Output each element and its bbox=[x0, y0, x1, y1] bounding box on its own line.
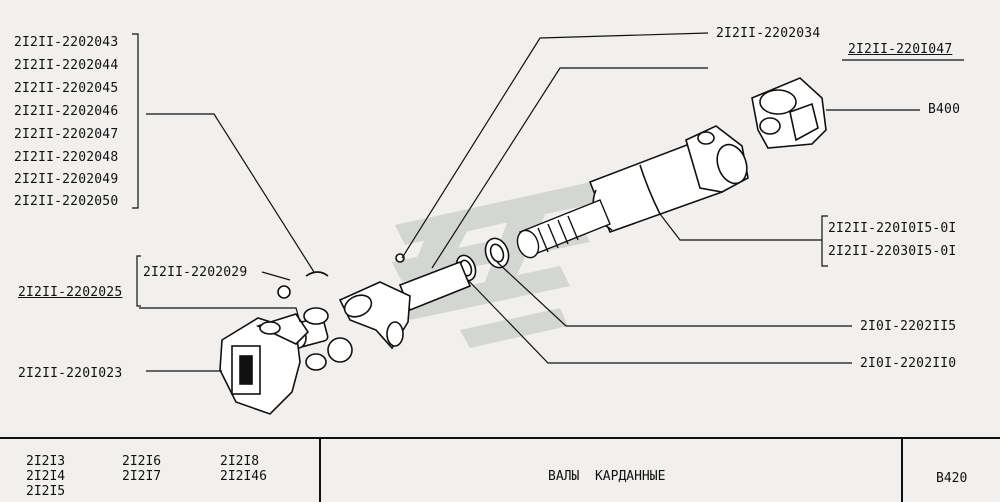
sheet-title: ВАЛЫ КАРДАННЫЕ bbox=[548, 469, 666, 484]
leader-lines bbox=[132, 32, 964, 372]
model-col3-1: 2I2I46 bbox=[220, 469, 267, 484]
model-col3-0: 2I2I8 bbox=[220, 454, 260, 469]
callout-2203015-01: 2I2II-22030I5-0I bbox=[828, 244, 957, 259]
footer-frame bbox=[0, 437, 1000, 502]
callout-2202025: 2I2II-2202025 bbox=[18, 285, 123, 300]
callout-2201015-01: 2I2II-220I0I5-0I bbox=[828, 221, 957, 236]
sheet-code: B420 bbox=[936, 471, 968, 486]
callout-2201023: 2I2II-220I023 bbox=[18, 366, 123, 381]
callout-group-left-7: 2I2II-2202050 bbox=[14, 194, 119, 209]
flange-yoke-bottom bbox=[219, 313, 310, 415]
callout-group-left-6: 2I2II-2202049 bbox=[14, 172, 119, 187]
splined-shaft bbox=[516, 199, 611, 259]
callout-group-left-0: 2I2II-2202043 bbox=[14, 35, 119, 50]
model-col2-0: 2I2I6 bbox=[122, 454, 162, 469]
circlip-parts bbox=[277, 271, 329, 299]
callout-group-left-3: 2I2II-2202046 bbox=[14, 104, 119, 119]
callout-2201047: 2I2II-220I047 bbox=[848, 42, 953, 57]
model-col2-1: 2I2I7 bbox=[122, 469, 162, 484]
callout-group-left-1: 2I2II-2202044 bbox=[14, 58, 119, 73]
callout-2202115: 2I0I-2202II5 bbox=[860, 319, 957, 334]
flange-yoke-top bbox=[751, 77, 827, 149]
model-col1-2: 2I2I5 bbox=[26, 484, 66, 499]
front-shaft bbox=[338, 253, 472, 350]
main-tube bbox=[588, 125, 749, 234]
callout-2202029: 2I2II-2202029 bbox=[143, 265, 248, 280]
callout-2202110: 2I0I-2202II0 bbox=[860, 356, 957, 371]
callout-group-left-5: 2I2II-2202048 bbox=[14, 150, 119, 165]
callout-group-left-4: 2I2II-2202047 bbox=[14, 127, 119, 142]
callout-2202034: 2I2II-2202034 bbox=[716, 26, 821, 41]
callout-group-left-2: 2I2II-2202045 bbox=[14, 81, 119, 96]
model-col1-1: 2I2I4 bbox=[26, 469, 66, 484]
callout-b400: B400 bbox=[928, 102, 961, 117]
model-col1-0: 2I2I3 bbox=[26, 454, 66, 469]
